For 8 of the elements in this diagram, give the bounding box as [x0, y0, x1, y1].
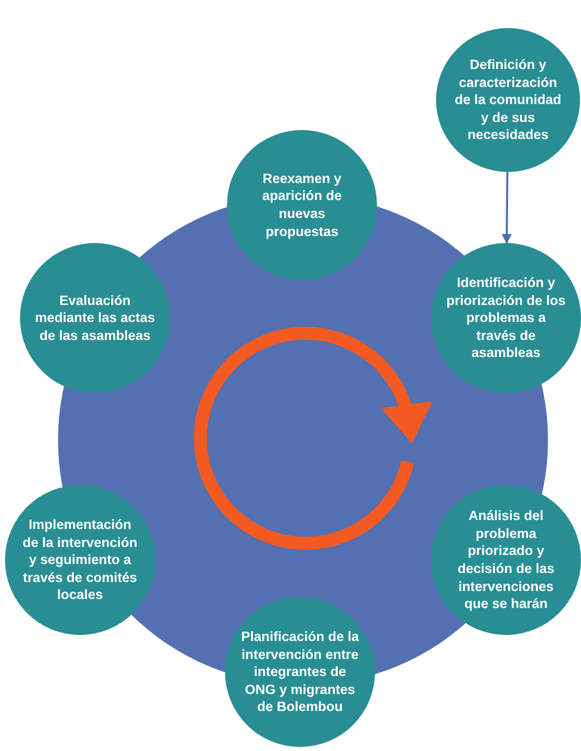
step-text: Definición y caracterización de la comunidad y de sus necesidades	[454, 56, 562, 144]
step-text: Identificación y priorización de los problemas a través de asambleas	[445, 274, 567, 362]
step-text: Planificación de la intervención entre integrantes de ONG y migrantes de Bolembou	[240, 628, 360, 716]
step-text: Análisis del problema priorizado y decisión de las intervenciones que se harán	[456, 507, 556, 613]
step-text: Implementación de la intervención y seguimiento a través de comités locales	[22, 516, 138, 604]
step-text: Reexamen y aparición de nuevas propuestas	[261, 170, 343, 240]
arrow	[502, 172, 512, 244]
step-text: Evaluación mediante las actas de las asambleas	[34, 292, 156, 344]
